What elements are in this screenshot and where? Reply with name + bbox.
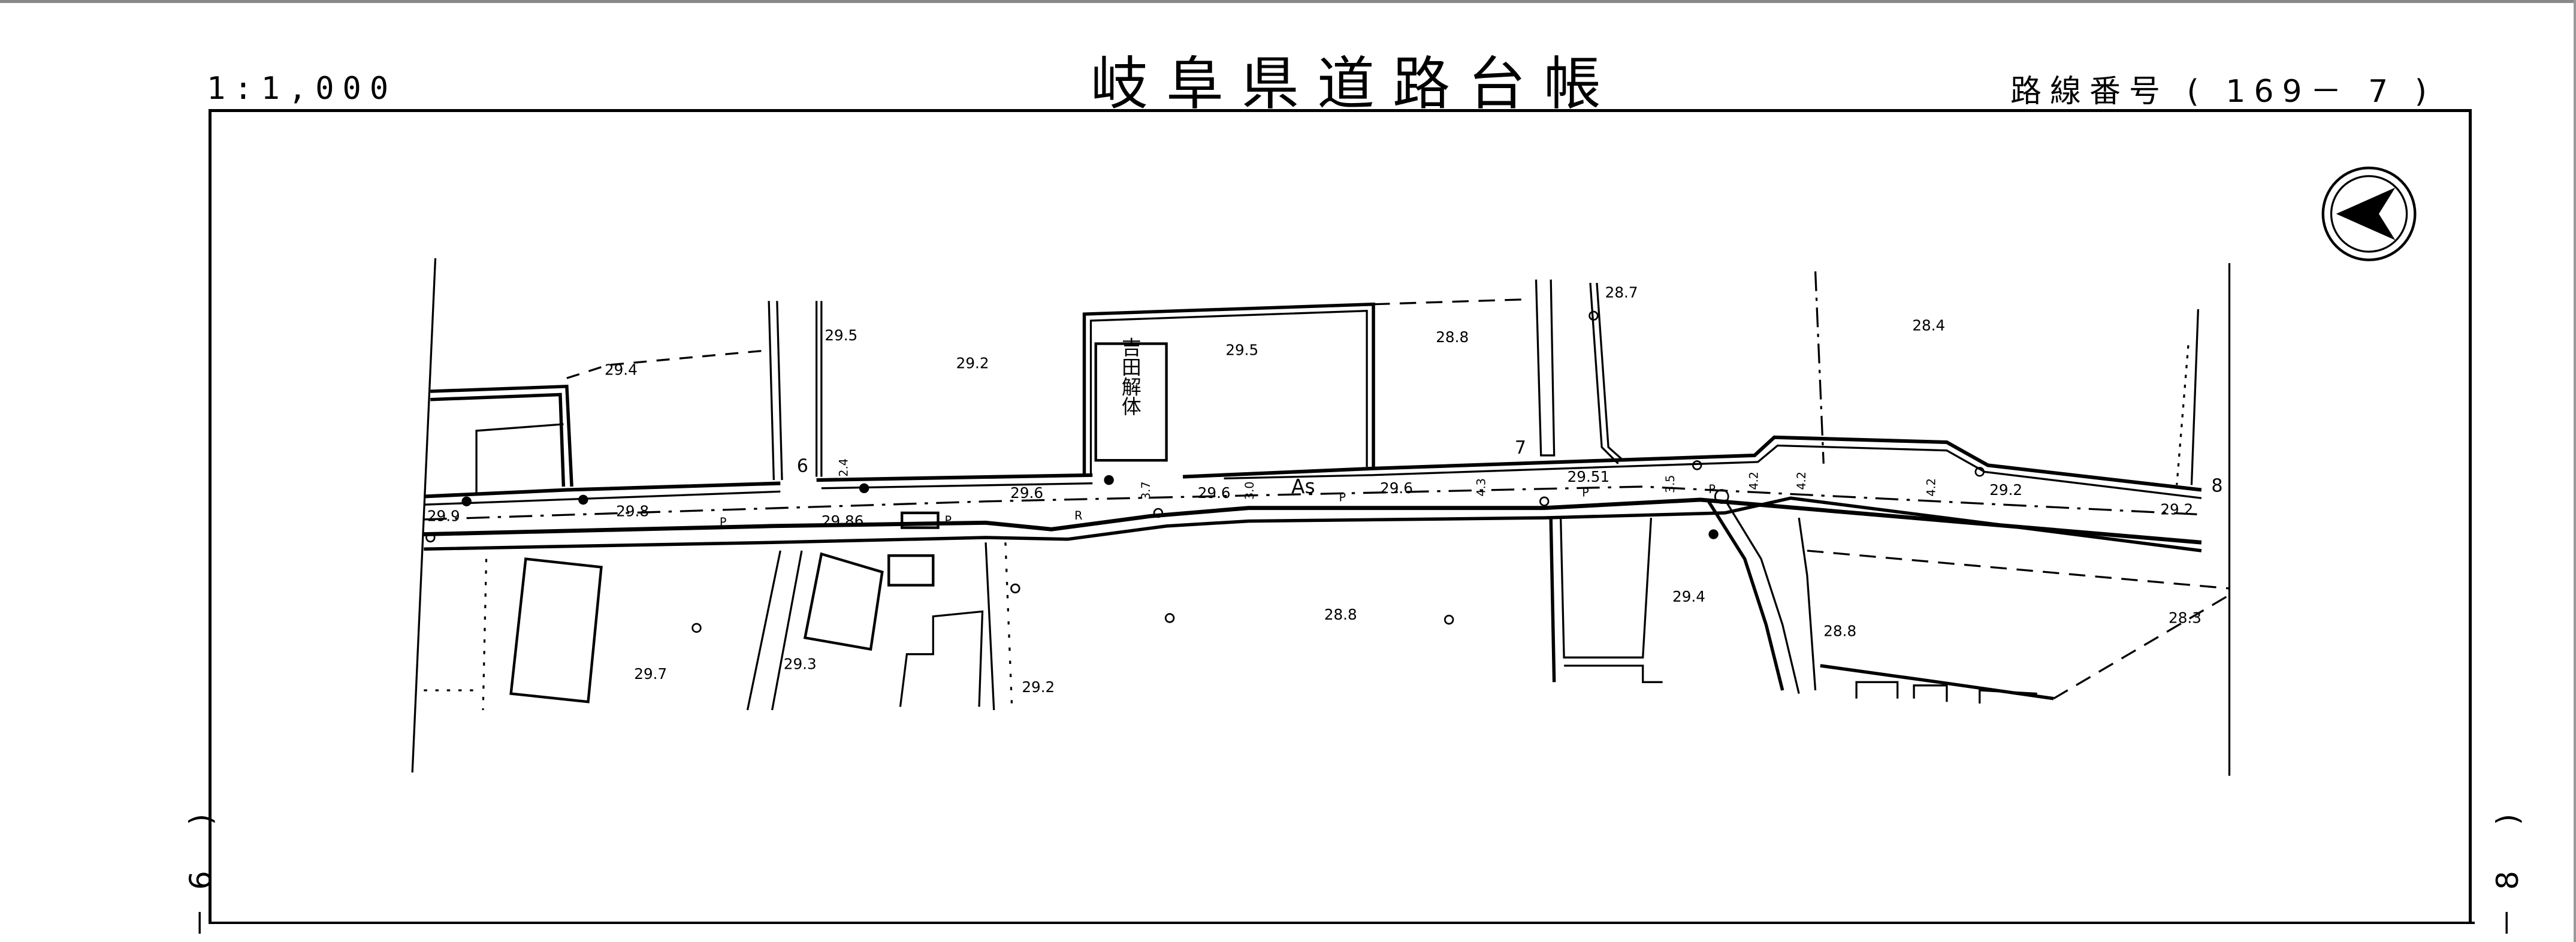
building-outline: [509, 557, 603, 704]
side-road-edge: [1707, 500, 1784, 691]
map-frame-bottom-line: [209, 922, 2475, 924]
building-name: 吉田解体: [1119, 337, 1142, 416]
width-label: 4.3: [1475, 478, 1488, 497]
station-number: 8: [2211, 475, 2222, 496]
manhole-symbol: [425, 532, 436, 543]
elevation-label: 29.2: [1989, 481, 2022, 499]
elevation-label: 29.2: [1022, 678, 1055, 696]
station-number: 7: [1515, 437, 1526, 458]
route-label: 路線番号: [2010, 74, 2169, 110]
parcel: [430, 384, 573, 487]
building-name-char: 吉田解体: [1119, 337, 1142, 416]
width-label: 4.2: [1747, 472, 1761, 490]
map-frame: [209, 109, 2472, 922]
building-outline: [1094, 342, 1168, 462]
elevation-label: 29.51: [1568, 468, 1610, 485]
elevation-label: 28.3: [2169, 609, 2201, 627]
width-label: 4.2: [1925, 478, 1938, 497]
map-symbols: [461, 475, 1719, 539]
map-scale: 1:1,000: [207, 71, 397, 107]
width-label: 3.7: [1139, 481, 1153, 500]
elevation-label: 29.4: [605, 361, 638, 379]
match-line-left: [411, 258, 437, 773]
road-marker: P: [1582, 485, 1589, 499]
width-label: 3.5: [1663, 475, 1677, 493]
page-title: 岐阜県道路台帳: [1091, 50, 1619, 117]
right-edge: [2574, 0, 2576, 942]
surface-label: As: [1291, 475, 1315, 498]
north-arrow-icon: [2336, 188, 2396, 240]
elevation-label: 29.5: [825, 327, 857, 344]
elevation-label: 29.6: [1380, 479, 1413, 497]
route-value: ( 169－ 7 ): [2187, 74, 2436, 110]
north-arrow-ring: [2321, 166, 2417, 261]
map-linework: [411, 166, 2417, 776]
elevation-label: 29.2: [2160, 501, 2193, 518]
width-label: 2.4: [837, 458, 851, 477]
road-edge-south: [424, 497, 2202, 545]
road-marker: P: [1708, 482, 1716, 496]
elevation-label: 28.8: [1324, 606, 1357, 623]
elevation-label: 29.6: [1010, 484, 1043, 502]
elevation-label: 29.7: [634, 665, 667, 683]
road-centre-line: [424, 485, 2201, 521]
elevation-label: 29.86: [822, 512, 864, 530]
elevation-label: 29.3: [784, 655, 817, 672]
width-label: 4.2: [1795, 472, 1808, 490]
elevation-label: 29.8: [616, 502, 649, 520]
elevation-label: 29.5: [1225, 342, 1258, 359]
station-number: 6: [797, 455, 808, 476]
road-marker: P: [720, 515, 727, 529]
road-marker: P: [1339, 491, 1346, 505]
elevation-label: 29.6: [1198, 484, 1231, 502]
top-edge: [0, 0, 2576, 3]
road-edge-north: [424, 481, 781, 499]
elevation-label: 28.8: [1436, 328, 1469, 346]
elevation-label: 29.4: [1672, 588, 1705, 605]
elevation-label: 28.8: [1823, 623, 1856, 640]
road-marker: P: [944, 514, 952, 527]
road-marker: R: [1074, 509, 1082, 523]
elevation-label: 28.7: [1605, 284, 1638, 301]
elevation-label: 29.2: [956, 355, 989, 372]
pole-symbol: [461, 496, 472, 506]
elevation-label: 28.4: [1912, 317, 1945, 334]
route-number: 路線番号 ( 169－ 7 ): [2010, 66, 2435, 111]
width-label: 3.0: [1243, 481, 1257, 500]
elevation-label: 29.9: [427, 508, 460, 525]
